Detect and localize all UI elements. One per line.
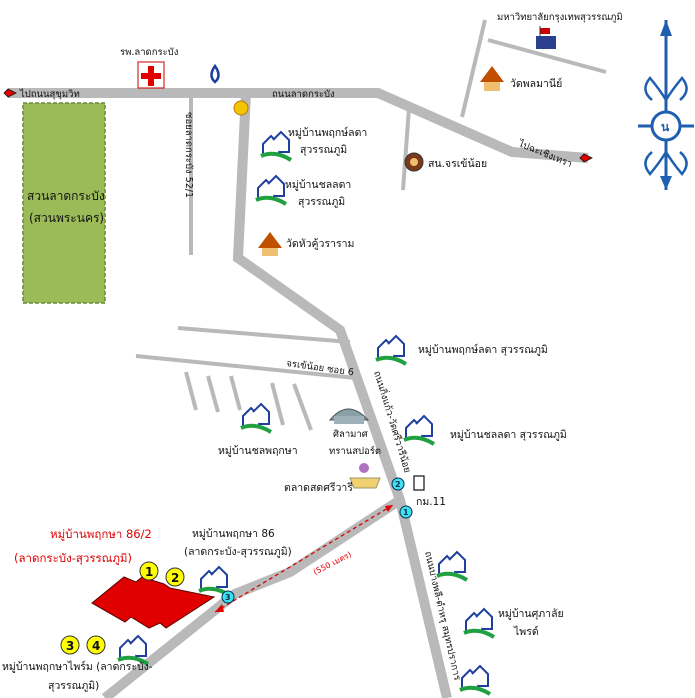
village-icon: [458, 664, 492, 696]
soi-branch-4: [229, 375, 242, 411]
target-name: หมู่บ้านพฤกษา 86/2: [50, 527, 152, 541]
village-sukalai-name: หมู่บ้านศุภาลัย: [498, 608, 564, 620]
village-icon: [259, 130, 293, 162]
to-sukhumvit-label: ไปถนนสุขุมวิท: [19, 88, 80, 100]
point-2-label: 2: [395, 480, 401, 489]
park-name-alt: (สวนพระนคร): [29, 211, 104, 225]
temple-icon: [480, 66, 504, 91]
village-icon: [374, 334, 408, 366]
village-prime-sub: สุวรรณภูมิ): [48, 680, 99, 692]
village-icon: [239, 402, 273, 434]
km-post-icon: [413, 475, 425, 491]
marker-2: [165, 567, 185, 587]
university-icon: [536, 26, 556, 49]
market-icon: [349, 463, 381, 489]
road-kingkaew: [232, 92, 452, 698]
road-bangphli: [101, 495, 403, 698]
village-86-sub: (ลาดกระบัง-สุวรรณภูมิ): [184, 546, 292, 558]
arrow-left-icon: [3, 88, 17, 98]
road-latkrabang-label: ถนนลาดกระบัง: [272, 89, 335, 100]
temple-icon: [258, 232, 282, 256]
km-label: กม.11: [416, 496, 446, 508]
soi-branch-3: [206, 375, 220, 413]
village-icon: [116, 634, 150, 666]
police-station-label: สน.จรเข้น้อย: [428, 158, 487, 170]
marker-1: [139, 561, 159, 581]
warehouse-icon: [328, 408, 370, 424]
wat-huakhu-label: วัดหัวคู้วราราม: [286, 238, 354, 250]
village-chonpruksa-label: หมู่บ้านชลพฤกษา: [218, 445, 298, 457]
shell-icon: [233, 100, 249, 116]
compass-letter: น: [661, 120, 670, 134]
marker-3-label: 3: [66, 639, 74, 653]
village-icon: [462, 607, 496, 639]
north-compass-icon: [638, 20, 694, 190]
village-sukalai-sub: ไพรด์: [513, 625, 539, 638]
village-icon: [435, 550, 469, 582]
point-1: [399, 505, 413, 519]
village-1-sub: สุวรรณภูมิ: [300, 144, 347, 156]
point-3: [221, 590, 235, 604]
marker-4: [86, 635, 106, 655]
point-2: [391, 477, 405, 491]
wat-phonlamanee-label: วัดพลมานีย์: [510, 77, 562, 90]
marker-3: [60, 635, 80, 655]
soi-jorakhe-6: [135, 354, 357, 380]
marker-2-label: 2: [171, 571, 179, 585]
point-3-label: 3: [225, 593, 231, 602]
park-area: [22, 102, 106, 304]
soi-branch-1: [177, 326, 351, 344]
university-label: มหาวิทยาลัยกรุงเทพสุวรรณภูมิ: [497, 12, 623, 23]
market-label: ตลาดสดศรีวารี: [284, 481, 353, 494]
gas-station-icon: [210, 63, 220, 84]
soi-police: [401, 107, 411, 191]
village-icon: [254, 174, 288, 206]
marker-4-label: 4: [92, 639, 100, 653]
village-icon: [402, 414, 436, 446]
soi-branch-6: [292, 383, 313, 431]
village-86-name: หมู่บ้านพฤกษา 86: [192, 528, 275, 540]
silamas-name: ศิลามาศ: [333, 429, 368, 440]
village-prime-name: หมู่บ้านพฤกษาไพร์ม (ลาดกระบัง-: [2, 660, 153, 673]
village-2-name: หมู่บ้านชลลดา: [285, 179, 351, 191]
village-2-sub: สุวรรณภูมิ: [298, 196, 345, 208]
road-latkrabang: [8, 88, 589, 163]
target-sub: (ลาดกระบัง-สุวรรณภูมิ): [14, 551, 132, 565]
point-1-label: 1: [403, 508, 409, 517]
village-icon: [197, 565, 231, 597]
soi-branch-2: [184, 371, 198, 411]
marker-1-label: 1: [145, 565, 153, 579]
village-1-name: หมู่บ้านพฤกษ์ลดา: [288, 126, 367, 139]
soi-52-1-label: ซอยลาดกระบัง 52/1: [183, 112, 194, 198]
target-area: [91, 576, 216, 629]
hospital-label: รพ.ลาดกระบัง: [120, 47, 178, 58]
silamas-sub: ทรานสปอร์ต: [329, 445, 381, 457]
road-uni: [487, 38, 607, 74]
arrow-right-icon: [579, 153, 593, 163]
village-3-name: หมู่บ้านพฤกษ์ลดา สุวรรณภูมิ: [418, 343, 548, 356]
village-chonlada-label: หมู่บ้านชลลดา สุวรรณภูมิ: [450, 429, 567, 441]
park-name: สวนลาดกระบัง: [27, 189, 105, 203]
soi-branch-5: [270, 382, 285, 426]
road-wat-phonlamanee: [460, 19, 487, 118]
